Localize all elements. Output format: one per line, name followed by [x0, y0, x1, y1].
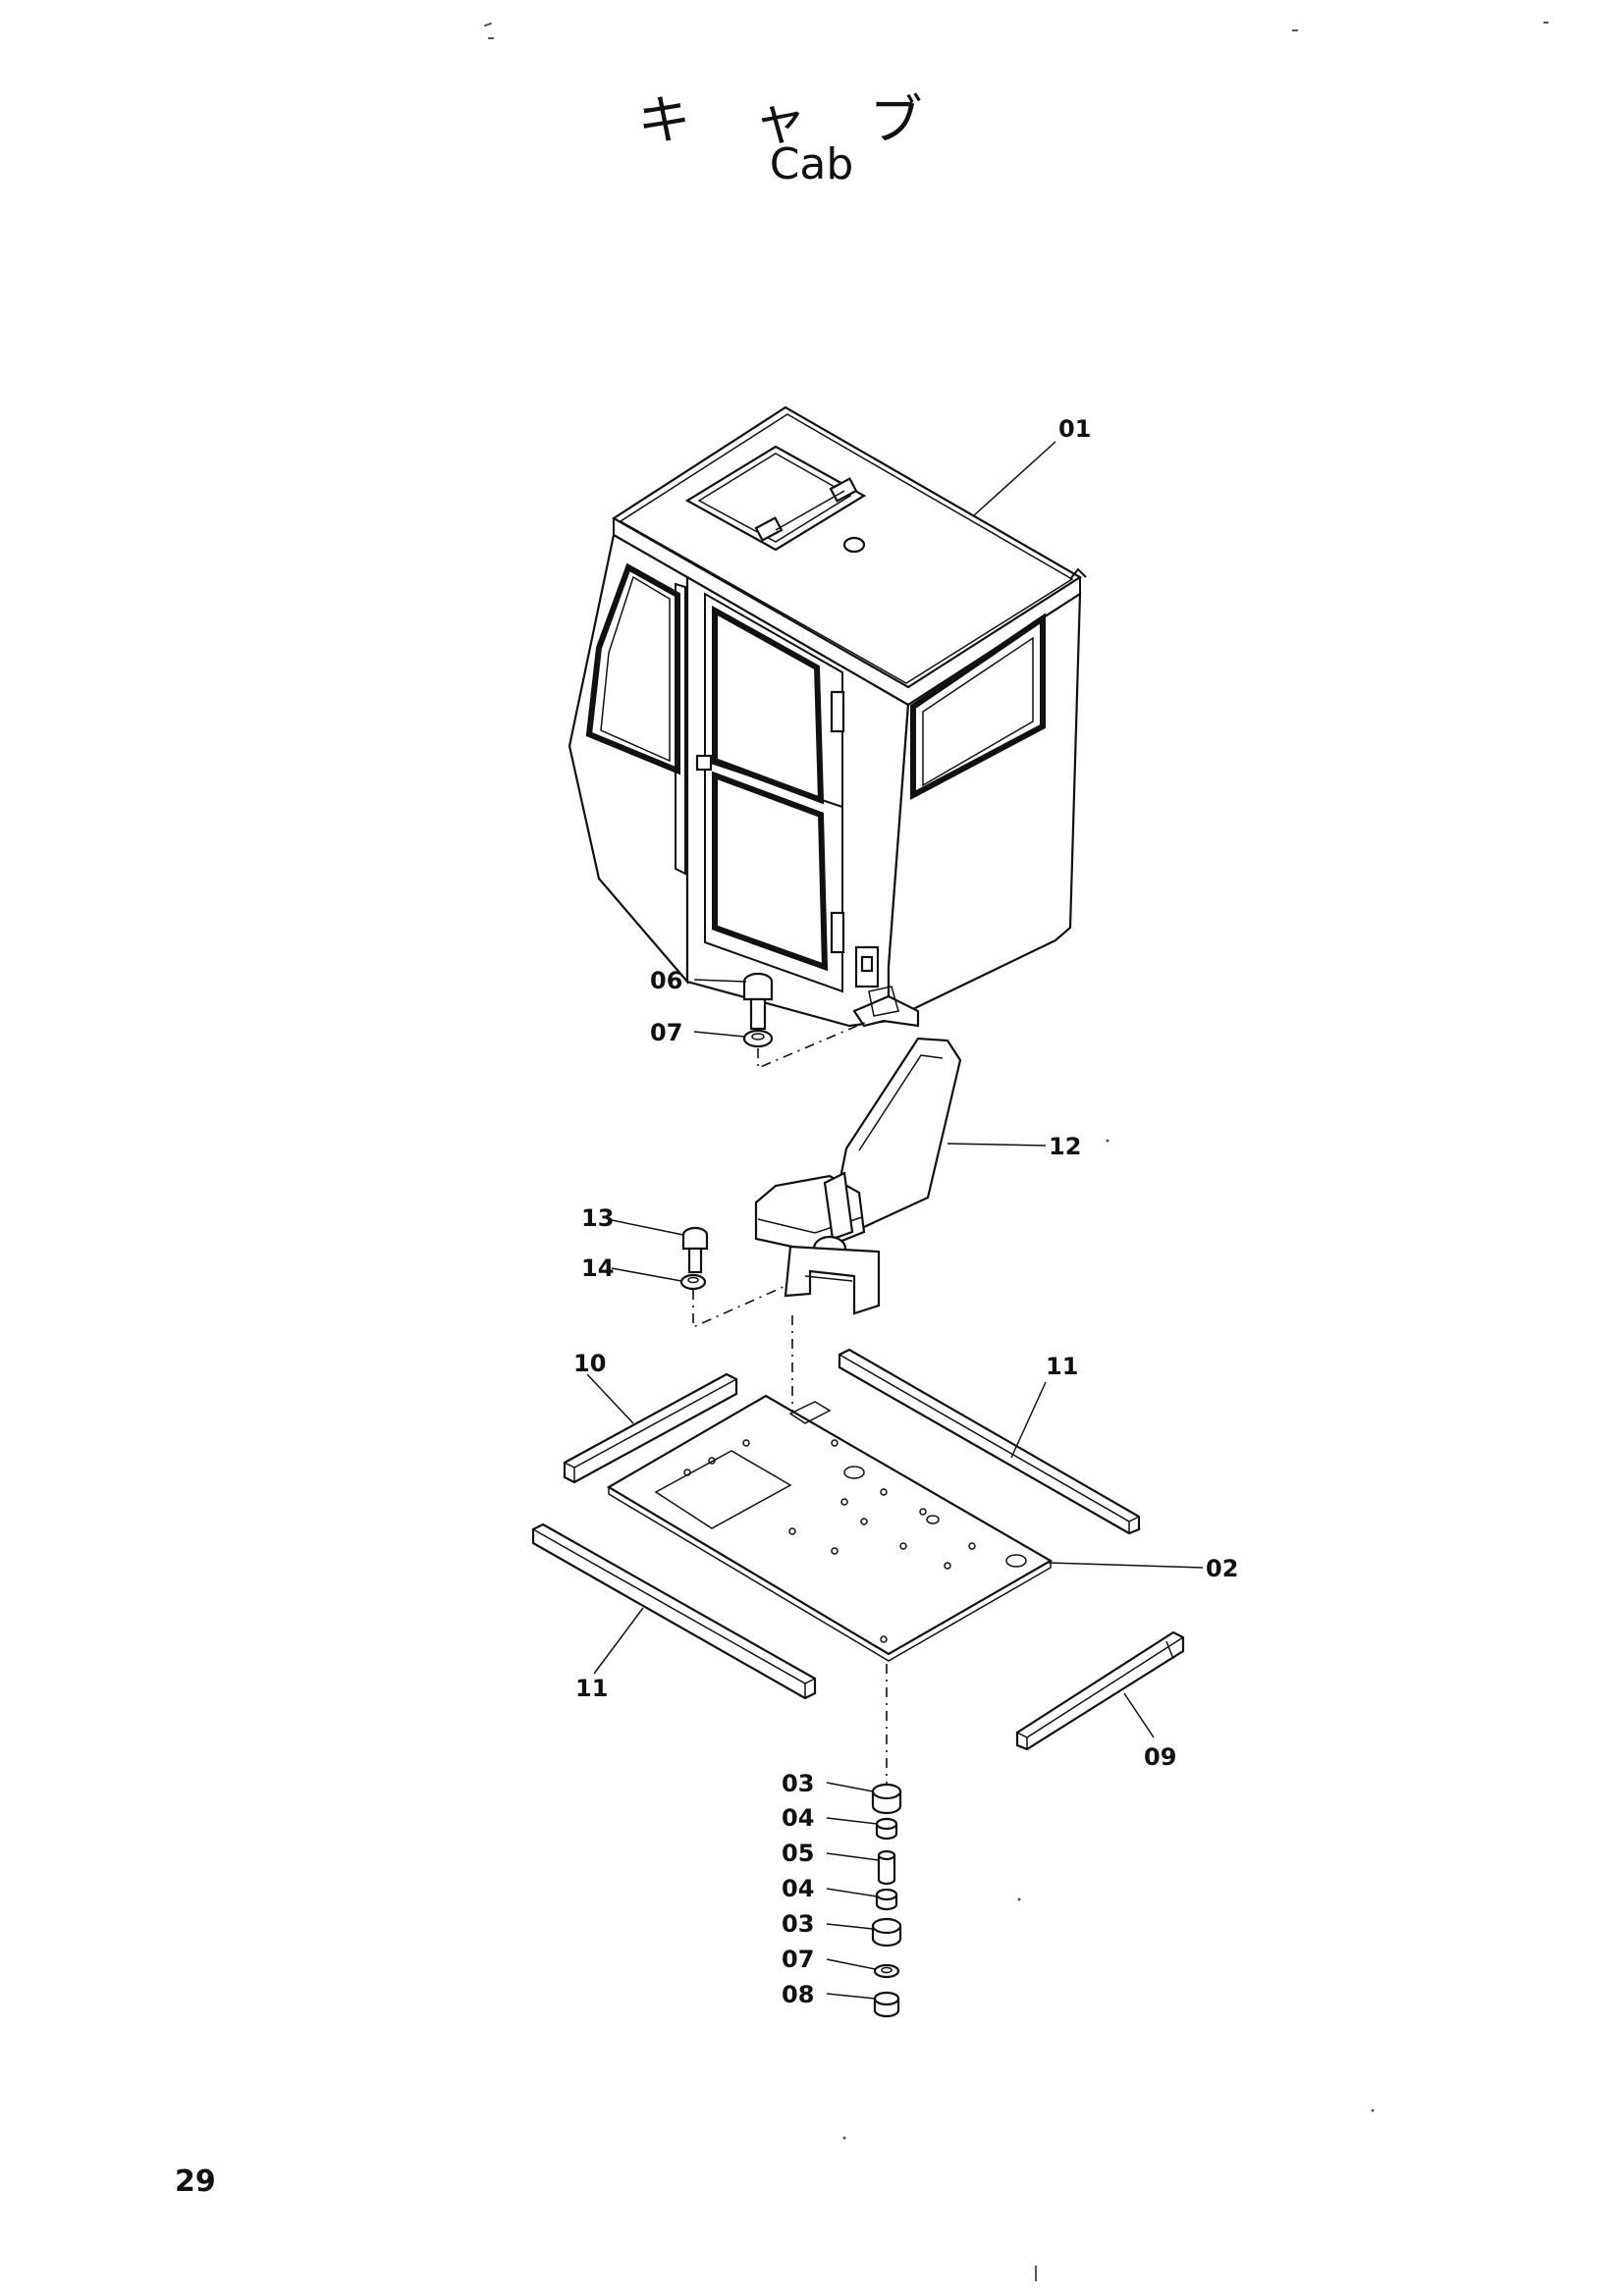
leader-10 — [586, 1373, 634, 1424]
callout-11b: 11 — [575, 1675, 608, 1702]
cab-assembly — [568, 405, 1087, 1028]
callout-10: 10 — [573, 1350, 606, 1377]
leader-08 — [826, 1993, 876, 2000]
leader-06 — [693, 979, 747, 983]
leader-12 — [947, 1143, 1047, 1147]
callout-03b: 03 — [782, 1910, 814, 1938]
callout-05: 05 — [782, 1840, 814, 1867]
callout-03a: 03 — [782, 1770, 814, 1797]
nut-08 — [873, 1991, 900, 2018]
callout-08: 08 — [782, 1981, 814, 2008]
washer-07-lower — [873, 1963, 900, 1979]
title-japanese: キャブ — [637, 89, 986, 151]
operator-seat — [754, 1037, 962, 1315]
seal-strip-11-right — [838, 1348, 1141, 1535]
seal-strip-11-left — [531, 1522, 817, 1700]
seal-strip-10 — [563, 1372, 738, 1484]
spacer-04-upper — [875, 1817, 898, 1841]
callout-09: 09 — [1144, 1743, 1176, 1771]
leader-13 — [611, 1219, 684, 1236]
leader-11a — [1010, 1381, 1047, 1459]
cab-mount-washer — [742, 1029, 774, 1048]
seat-bolt-axis — [692, 1285, 786, 1329]
leader-02 — [1048, 1562, 1204, 1569]
title-english: Cab — [769, 139, 854, 189]
leader-05 — [826, 1852, 880, 1861]
page-number: 29 — [175, 2164, 216, 2199]
callout-07a: 07 — [650, 1019, 682, 1046]
callout-02: 02 — [1206, 1555, 1238, 1582]
leader-14 — [611, 1267, 682, 1282]
callout-14: 14 — [581, 1255, 614, 1282]
callout-01: 01 — [1058, 415, 1091, 443]
callout-13: 13 — [581, 1204, 614, 1232]
rubber-mount-03-upper — [871, 1783, 902, 1815]
leader-03b — [826, 1923, 874, 1930]
callout-07b: 07 — [782, 1946, 814, 1973]
floor-plate — [606, 1394, 1054, 1662]
callout-04b: 04 — [782, 1875, 814, 1902]
leader-03a — [826, 1782, 874, 1792]
callout-12: 12 — [1049, 1133, 1081, 1160]
cab-bolt-axis — [757, 1020, 870, 1070]
leader-04b — [826, 1888, 878, 1897]
leader-07b — [826, 1958, 876, 1970]
spacer-04-lower — [875, 1888, 898, 1911]
callout-04a: 04 — [782, 1804, 814, 1832]
leader-04a — [826, 1817, 878, 1825]
leader-11b — [593, 1607, 644, 1675]
leader-07a — [693, 1031, 745, 1038]
leader-09 — [1123, 1692, 1155, 1738]
leader-01 — [973, 441, 1056, 516]
seat-mount-bolt — [681, 1226, 709, 1274]
callout-06: 06 — [650, 967, 682, 994]
seal-strip-09 — [1015, 1630, 1185, 1751]
rubber-mount-03-lower — [871, 1917, 902, 1948]
seat-mount-washer — [679, 1273, 707, 1291]
callout-11a: 11 — [1046, 1353, 1078, 1380]
collar-05 — [877, 1849, 896, 1886]
scan-specks — [483, 22, 1548, 2281]
